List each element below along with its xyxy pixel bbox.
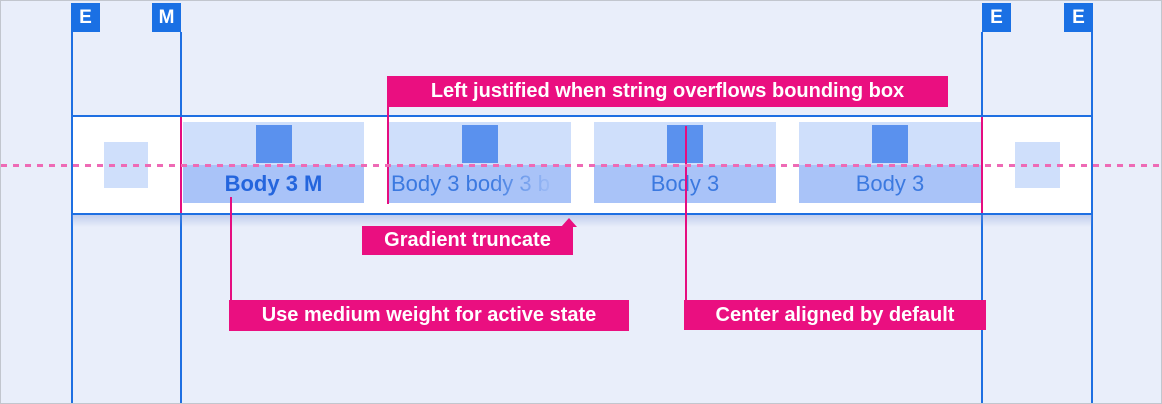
connector-left-justified [387, 106, 389, 204]
tab-default-4[interactable]: Body 3 [799, 122, 981, 203]
guide-line-margin-left [180, 32, 182, 403]
spacing-badge-e-right-outer: E [1064, 3, 1093, 32]
annotation-gradient-truncate: Gradient truncate [362, 218, 577, 255]
tab-truncated[interactable]: Body 3 body 3 b [388, 122, 571, 203]
annotation-gradient-truncate-text: Gradient truncate [384, 229, 551, 251]
tab-icon-placeholder [461, 125, 498, 163]
guide-line-edge-left [71, 32, 73, 403]
dashed-baseline [1, 164, 1161, 167]
spacing-badge-m: M [152, 3, 181, 32]
annotation-medium-weight: Use medium weight for active state [229, 300, 629, 331]
tab-label: Body 3 [799, 165, 981, 203]
annotation-left-justified: Left justified when string overflows bou… [387, 76, 948, 107]
tab-label-active: Body 3 M [183, 165, 364, 203]
tab-icon-band [183, 122, 364, 165]
guide-line-edge-right-inner [981, 32, 983, 403]
guide-line-edge-right-outer [1091, 32, 1093, 403]
pointer-up-icon [561, 218, 577, 227]
gradient-truncate-fade [489, 165, 571, 203]
connector-center-aligned [685, 126, 687, 302]
tab-icon-band [799, 122, 981, 165]
tab-active[interactable]: Body 3 M [183, 122, 364, 203]
tab-icon-placeholder [872, 125, 908, 163]
spacing-badge-e-left: E [71, 3, 100, 32]
tab-icon-band [388, 122, 571, 165]
tab-bar-shadow [72, 215, 1092, 227]
tab-icon-placeholder [255, 125, 292, 163]
connector-medium-weight [230, 197, 232, 302]
spacing-badge-e-right-inner: E [982, 3, 1011, 32]
annotation-center-aligned: Center aligned by default [684, 300, 986, 330]
